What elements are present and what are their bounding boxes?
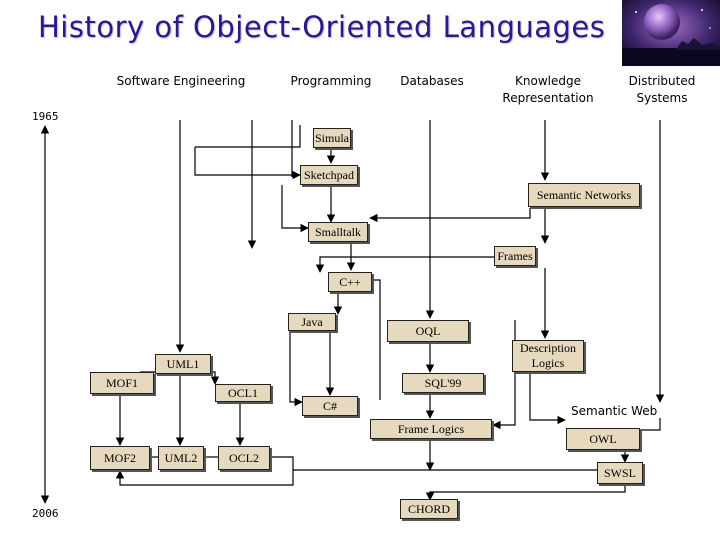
timeline-end-year: 2006 (32, 507, 59, 520)
node-chord: CHORD (400, 499, 458, 519)
node-owl: OWL (566, 428, 640, 450)
node-uml1: UML1 (155, 354, 211, 374)
column-header-programming: Programming (290, 74, 372, 88)
node-cpp: C++ (328, 272, 372, 292)
node-sketchpad: Sketchpad (300, 165, 358, 185)
timeline-start-year: 1965 (32, 110, 59, 123)
node-frames: Frames (494, 246, 536, 266)
node-swsl: SWSL (597, 462, 643, 484)
node-uml2: UML2 (158, 446, 204, 470)
node-description-logics: Description Logics (512, 340, 584, 372)
node-smalltalk: Smalltalk (308, 222, 368, 242)
column-header-distributed-systems: Distributed Systems (628, 74, 696, 105)
node-sql99: SQL'99 (402, 373, 484, 393)
node-oql: OQL (387, 320, 469, 342)
logo-image (622, 0, 720, 66)
node-csharp: C# (302, 396, 358, 416)
node-mof1: MOF1 (90, 372, 154, 394)
node-mof2: MOF2 (90, 446, 150, 470)
column-header-databases: Databases (400, 74, 464, 88)
column-header-software-engineering: Software Engineering (116, 74, 246, 88)
page-title: History of Object-Oriented Languages (38, 10, 606, 44)
column-header-knowledge-representation: Knowledge Representation (502, 74, 594, 105)
node-semantic-networks: Semantic Networks (528, 183, 640, 207)
node-frame-logics: Frame Logics (370, 419, 492, 439)
node-ocl1: OCL1 (215, 384, 271, 402)
node-ocl2: OCL2 (218, 446, 270, 470)
node-semantic-web: Semantic Web (571, 404, 658, 418)
node-simula: Simula (313, 128, 351, 148)
node-java: Java (288, 313, 336, 331)
